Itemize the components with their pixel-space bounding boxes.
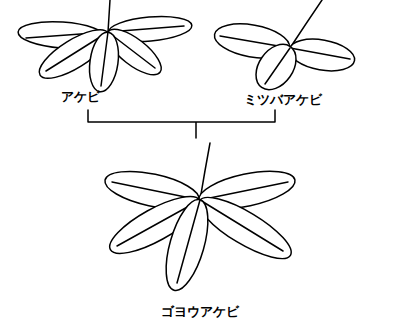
- species-label: ミツバアケビ: [244, 92, 322, 108]
- bracket: [88, 110, 275, 138]
- species-label: アケビ: [61, 89, 100, 105]
- mitsuba-akebi-leaf: [212, 0, 357, 97]
- goyou-akebi-leaf: [102, 143, 299, 295]
- akebi-leaf: [17, 0, 193, 94]
- species-label: ゴヨウアケビ: [161, 304, 239, 320]
